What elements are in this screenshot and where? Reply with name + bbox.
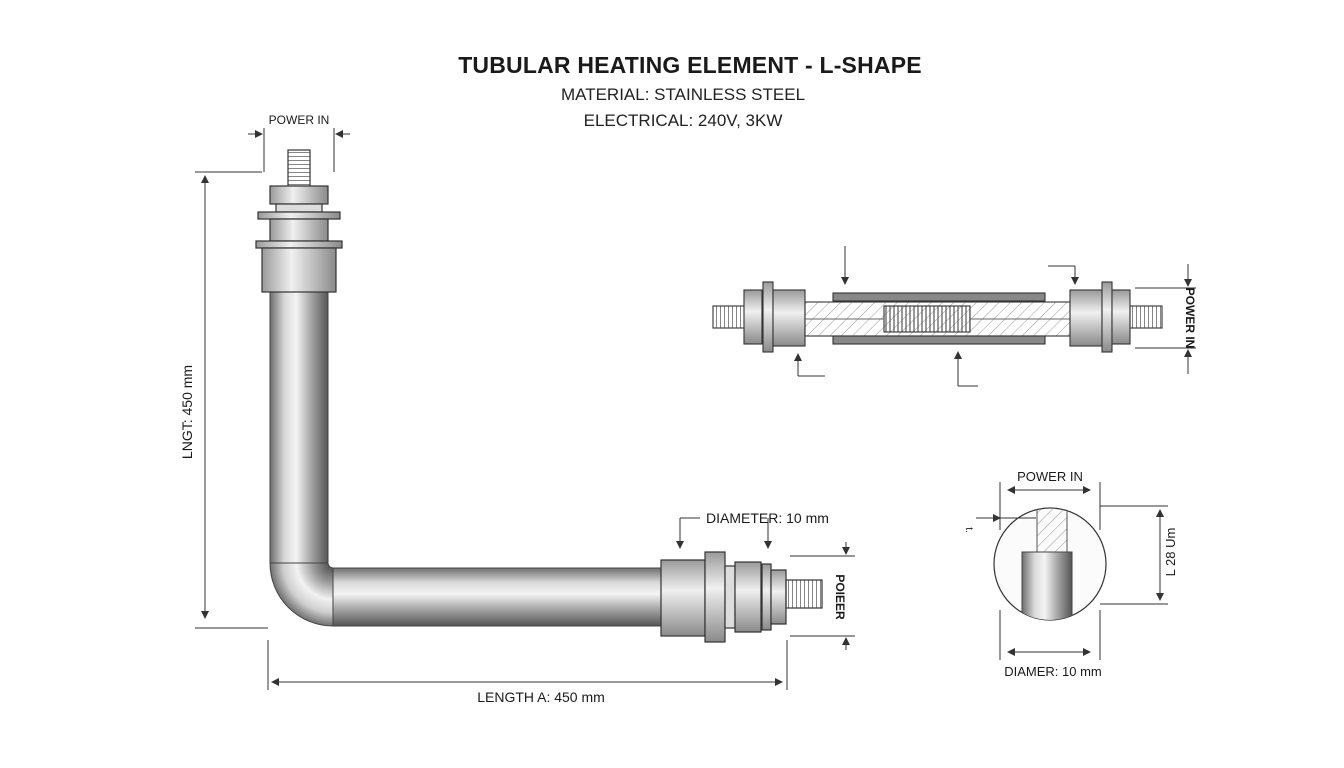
drawing-title: TUBULAR HEATING ELEMENT - L-SHAPE: [458, 52, 922, 78]
top-sleeve: [261, 247, 337, 293]
section-power-in-label: POWER IN: [1183, 288, 1197, 349]
main-view: LNGT: 450 mm LENGTH A: 450 mm POWER IN: [179, 113, 855, 705]
right-power-dimension: [790, 542, 855, 650]
tube-bend: [269, 562, 334, 627]
material-spec: MATERIAL: STAINLESS STEEL: [560, 85, 806, 104]
detail-power-in-label: POWER IN: [1017, 469, 1083, 484]
top-terminal: [255, 149, 343, 293]
horizontal-length-dimension: [267, 640, 788, 690]
horizontal-tube: [332, 567, 664, 627]
detail-view: POWER IN t. L 28 Um DIAMER: 10 mm: [963, 469, 1178, 679]
diameter-callout: [676, 517, 772, 549]
diameter-label: DIAMETER: 10 mm: [706, 510, 829, 526]
vertical-length-label: LNGT: 450 mm: [179, 365, 195, 459]
power-in-top-dimension: [248, 128, 350, 172]
section-view: [712, 281, 1163, 353]
detail-tube: [1021, 551, 1073, 620]
power-in-top-label: POWER IN: [269, 113, 330, 127]
detail-diameter-label: DIAMER: 10 mm: [1004, 664, 1102, 679]
right-power-label: POIEER: [833, 574, 847, 620]
right-terminal: [660, 551, 823, 643]
detail-height-label: L 28 Um: [1163, 528, 1178, 577]
right-threaded-stud: [785, 579, 823, 609]
detail-dimensions: [976, 482, 1168, 660]
top-threaded-stud: [287, 149, 311, 187]
vertical-tube: [269, 289, 329, 564]
electrical-spec: ELECTRICAL: 240V, 3KW: [583, 111, 783, 130]
left-stud: [712, 305, 746, 329]
right-sleeve: [660, 559, 706, 637]
horizontal-length-label: LENGTH A: 450 mm: [477, 689, 605, 705]
right-stud: [1129, 305, 1163, 329]
heating-coil: [883, 305, 971, 333]
detail-side-mark: t.: [963, 527, 974, 533]
section-callouts: [794, 246, 1196, 387]
vertical-length-dimension: [195, 171, 268, 629]
